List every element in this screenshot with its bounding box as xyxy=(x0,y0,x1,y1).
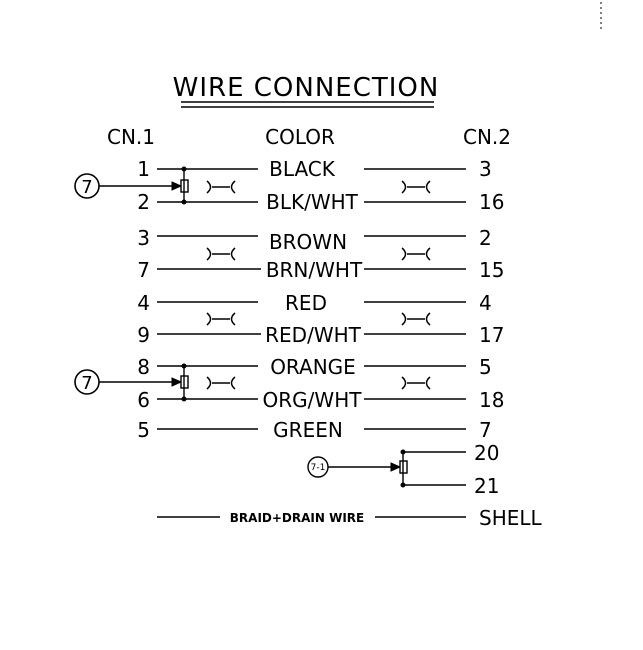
twisted-pair-icon xyxy=(206,376,236,390)
cn2-pin: 16 xyxy=(479,190,504,214)
cn2-pin: 3 xyxy=(479,157,492,181)
callout-label: 7 xyxy=(81,177,92,198)
wire-row-8: 6 ORG/WHT 18 xyxy=(137,388,504,412)
wire-row-7: 8 ORANGE 5 xyxy=(137,355,491,379)
cn2-pin: 21 xyxy=(474,474,499,498)
header-cn2: CN.2 xyxy=(463,125,511,149)
twisted-pair-icon xyxy=(206,312,236,326)
cn1-pin: 8 xyxy=(137,355,150,379)
cn2-pin: 15 xyxy=(479,258,504,282)
twisted-pair-icon xyxy=(401,180,431,194)
twisted-pair-icon xyxy=(206,247,236,261)
wire-color-label: RED/WHT xyxy=(265,323,361,347)
header-cn1: CN.1 xyxy=(107,125,155,149)
twisted-pair-icon xyxy=(401,247,431,261)
wire-color-label: ORANGE xyxy=(270,355,356,379)
cn2-pin: 7 xyxy=(479,418,492,442)
shield-connection-b: 7 xyxy=(74,363,189,402)
cn2-pin: 20 xyxy=(474,441,499,465)
wire-color-label: RED xyxy=(285,291,327,315)
wire-row-4: 7 BRN/WHT 15 xyxy=(137,258,504,282)
twisted-pair-icon xyxy=(206,180,236,194)
junction-dot xyxy=(181,363,187,369)
wire-color-label: BLACK xyxy=(269,157,336,181)
cn1-pin: 5 xyxy=(137,418,150,442)
braid-drain-row: BRAID+DRAIN WIRE SHELL xyxy=(157,506,543,530)
wire-row-3: 3 BROWN 2 xyxy=(137,226,491,254)
cn1-pin: 4 xyxy=(137,291,150,315)
wire-color-label: BLK/WHT xyxy=(266,190,359,214)
shell-label: SHELL xyxy=(479,506,543,530)
twisted-pair-icon xyxy=(401,312,431,326)
wire-row-6: 9 RED/WHT 17 xyxy=(137,323,504,347)
twisted-pair-icon xyxy=(401,376,431,390)
junction-dot xyxy=(181,199,187,205)
cn1-pin: 2 xyxy=(137,190,150,214)
cn2-pin: 17 xyxy=(479,323,504,347)
cn2-pin: 18 xyxy=(479,388,504,412)
arrow-icon xyxy=(171,181,183,191)
cn1-pin: 6 xyxy=(137,388,150,412)
cn2-pin: 2 xyxy=(479,226,492,250)
cn2-pin: 4 xyxy=(479,291,492,315)
wire-row-1: 1 BLACK 3 xyxy=(137,157,491,181)
arrow-icon xyxy=(390,462,402,472)
wire-row-9: 5 GREEN 7 xyxy=(137,418,491,442)
wire-color-label: BRN/WHT xyxy=(266,258,363,282)
junction-dot xyxy=(181,166,187,172)
callout-label: 7-1 xyxy=(311,463,326,473)
cn1-pin: 7 xyxy=(137,258,150,282)
wire-color-label: ORG/WHT xyxy=(263,388,363,412)
wire-color-label: GREEN xyxy=(273,418,343,442)
wire-row-2: 2 BLK/WHT 16 xyxy=(137,190,504,214)
shield-connection-a: 7 xyxy=(74,166,189,205)
wire-row-5: 4 RED 4 xyxy=(137,291,491,315)
cn1-pin: 9 xyxy=(137,323,150,347)
callout-label: 7 xyxy=(81,373,92,394)
header-color: COLOR xyxy=(265,125,335,149)
wire-color-label: BROWN xyxy=(269,230,347,254)
shield-connection-c: 7-1 20 21 xyxy=(307,441,499,498)
junction-dot xyxy=(181,396,187,402)
diagram-title: WIRE CONNECTION xyxy=(173,73,440,103)
cn1-pin: 3 xyxy=(137,226,150,250)
cn1-pin: 1 xyxy=(137,157,150,181)
arrow-icon xyxy=(171,377,183,387)
braid-label: BRAID+DRAIN WIRE xyxy=(230,511,364,525)
cn2-pin: 5 xyxy=(479,355,492,379)
